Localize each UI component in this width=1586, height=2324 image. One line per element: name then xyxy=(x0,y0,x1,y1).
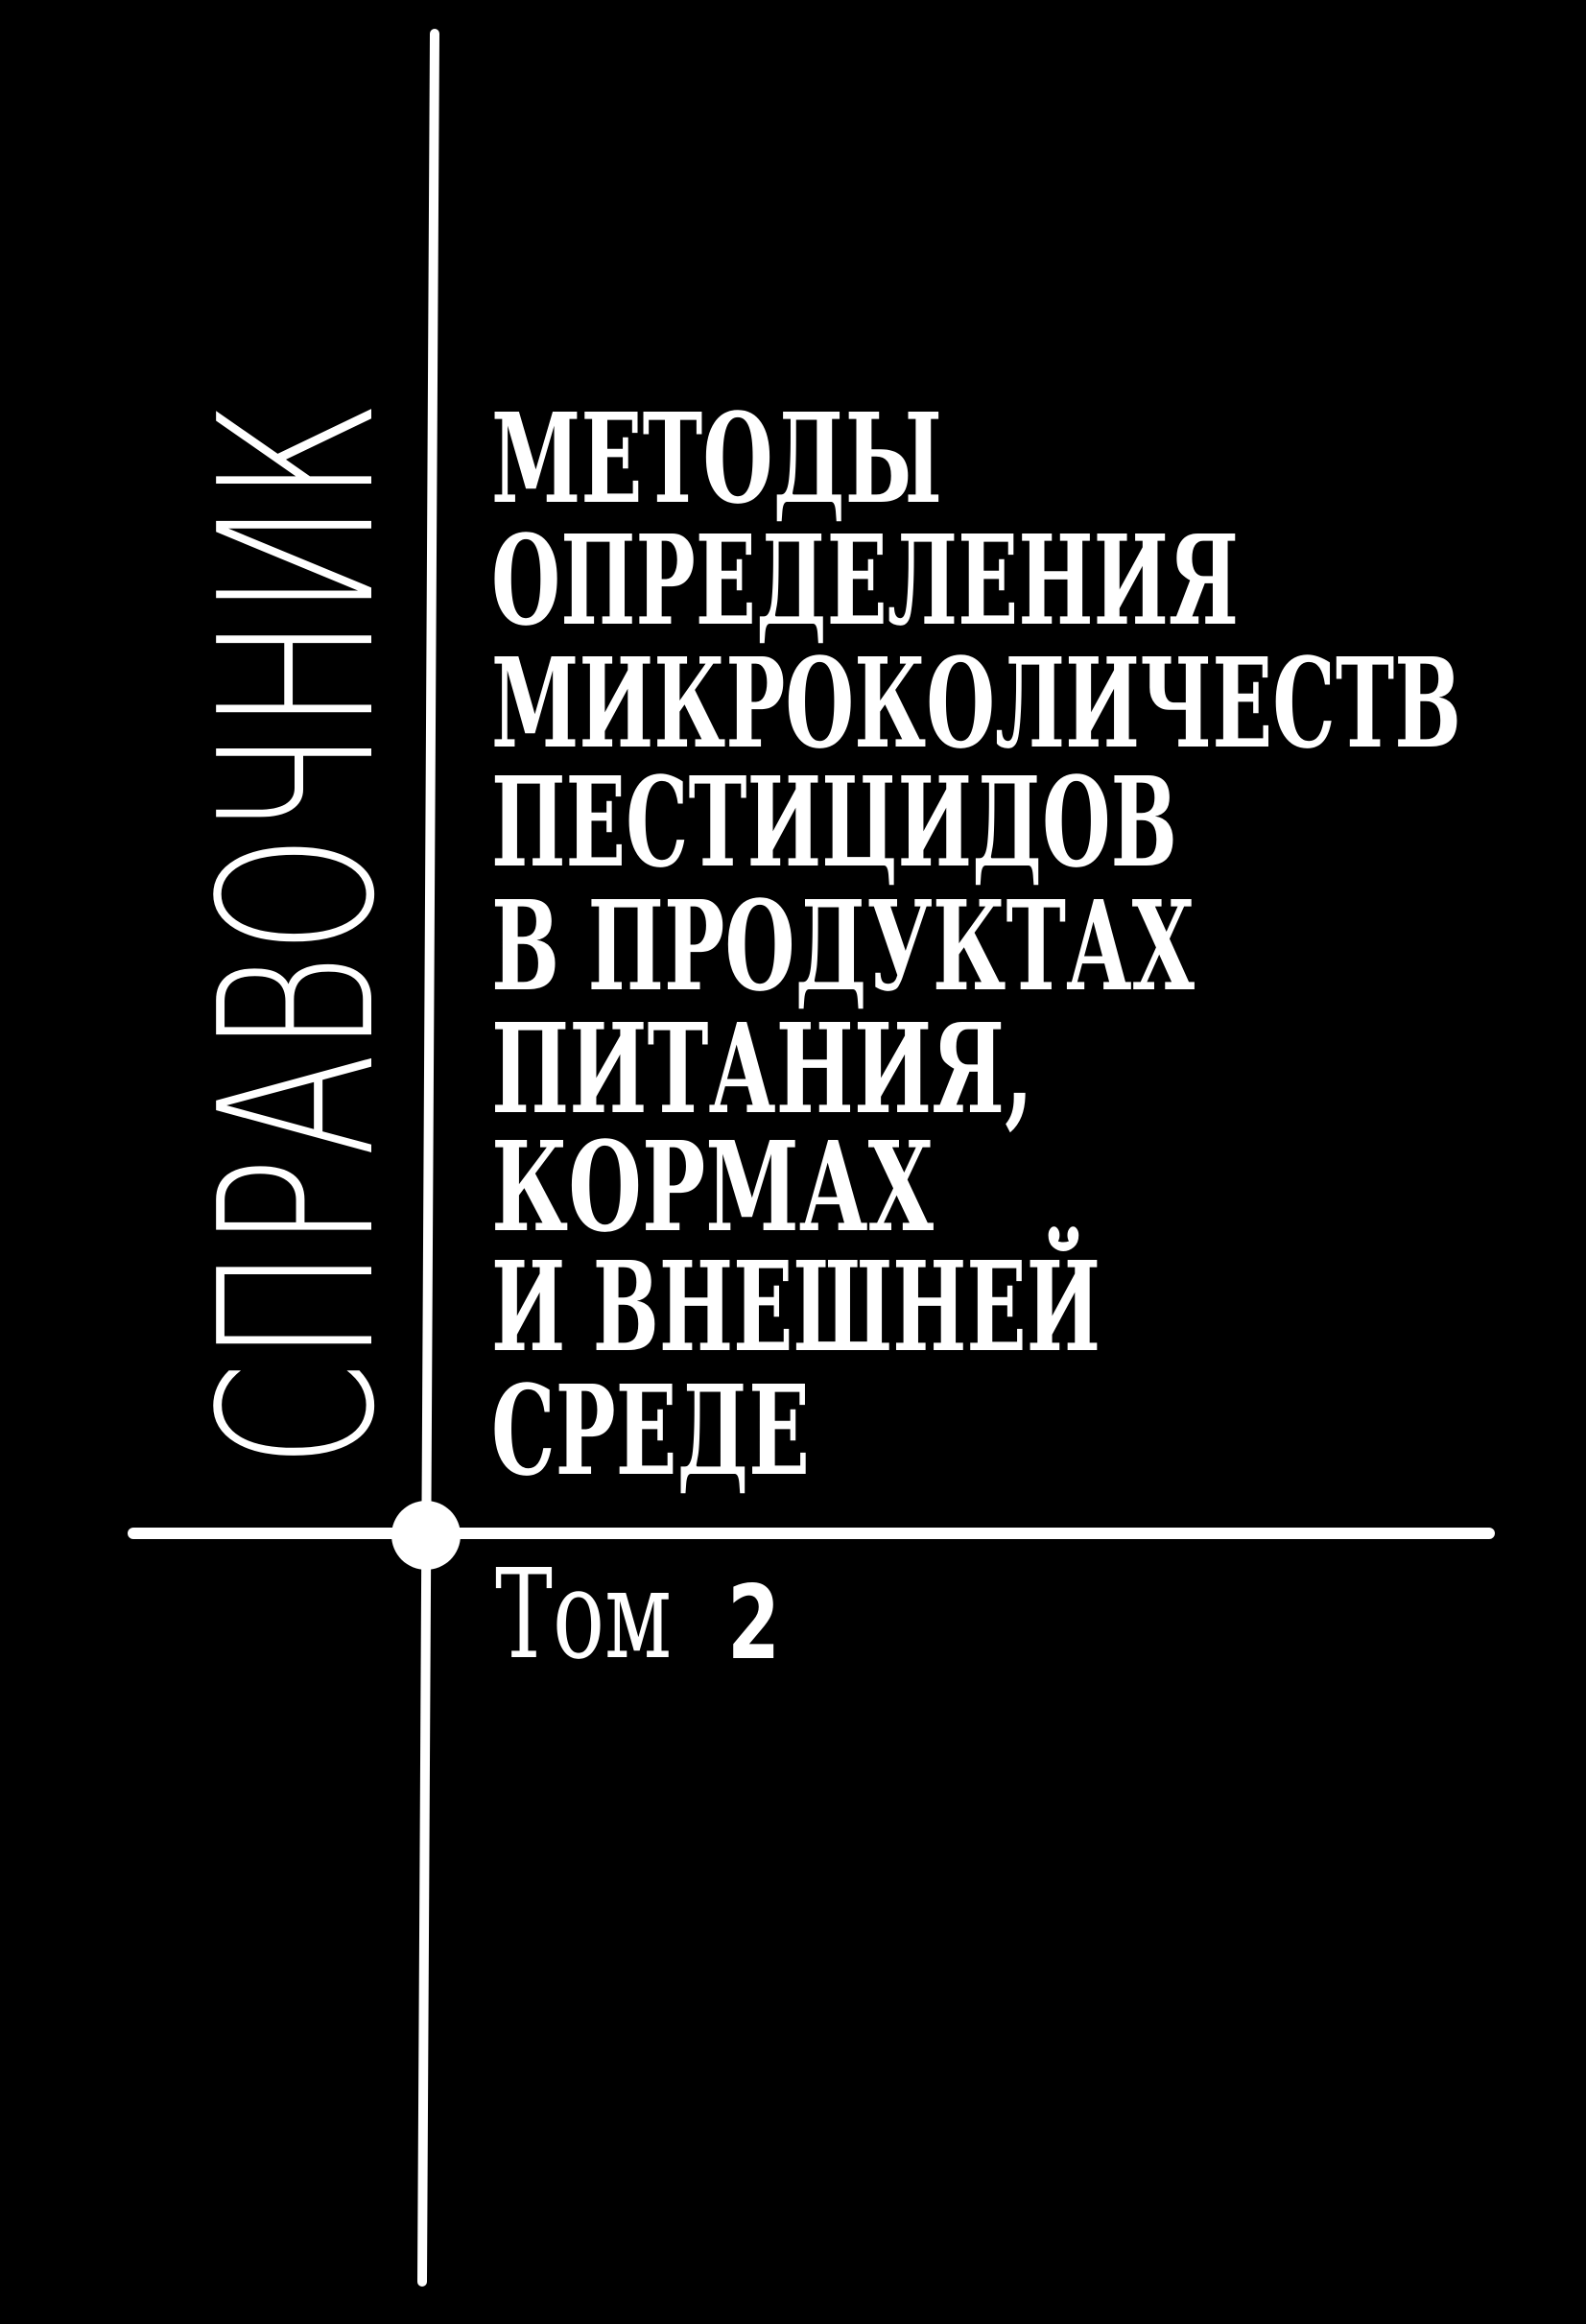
title-line-4: ПЕСТИЦИДОВ xyxy=(491,750,1177,895)
title-line-6: ПИТАНИЯ, xyxy=(491,997,1033,1142)
title-block: МЕТОДЫ ОПРЕДЕЛЕНИЯ МИКРОКОЛИЧЕСТВ ПЕСТИЦ… xyxy=(491,387,1461,1504)
volume-label: Том 2 xyxy=(495,1543,780,1687)
vertical-rule xyxy=(417,29,439,2287)
title-line-1: МЕТОДЫ xyxy=(491,387,942,532)
title-line-2: ОПРЕДЕЛЕНИЯ xyxy=(491,509,1239,653)
intersection-dot-icon xyxy=(391,1501,461,1570)
series-label: СПРАВОЧНИК xyxy=(175,400,422,1468)
title-line-8: И ВНЕШНЕЙ xyxy=(491,1226,1101,1380)
volume-word: Том xyxy=(495,1543,672,1687)
title-line-5: В ПРОДУКТАХ xyxy=(491,874,1195,1019)
title-line-7: КОРМАХ xyxy=(491,1115,934,1260)
volume-number: 2 xyxy=(727,1564,780,1682)
title-line-9: СРЕДЕ xyxy=(491,1359,810,1504)
title-line-3: МИКРОКОЛИЧЕСТВ xyxy=(491,631,1461,776)
